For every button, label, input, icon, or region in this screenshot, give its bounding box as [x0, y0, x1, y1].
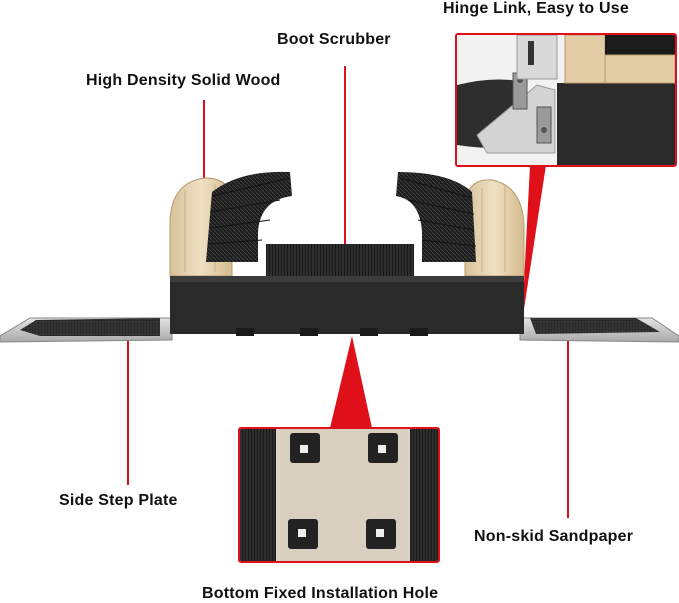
step-label: Side Step Plate: [59, 492, 178, 509]
bottom-label: Bottom Fixed Installation Hole: [202, 585, 439, 602]
left-step-plate: [0, 317, 173, 343]
hinge-wedge: [522, 165, 546, 322]
black-base: [170, 276, 524, 336]
bottom-detail: [240, 429, 438, 561]
callout-lines: [127, 66, 569, 518]
right-step-plate: [519, 317, 679, 343]
bottom-wedge: [330, 336, 372, 428]
sandpaper-label: Non-skid Sandpaper: [474, 528, 634, 545]
hinge-label: Hinge Link, Easy to Use: [443, 0, 629, 17]
mounting-hole-bottom-right: [366, 519, 396, 549]
wood-label: High Density Solid Wood: [86, 72, 281, 89]
left-side-brush: [206, 171, 292, 262]
left-sandpaper: [20, 318, 160, 336]
right-side-brush: [396, 172, 477, 262]
mounting-hole-top-right: [368, 433, 398, 463]
bottom-inset: [238, 427, 440, 563]
bottom-brush: [266, 244, 414, 278]
scrubber-label: Boot Scrubber: [277, 31, 391, 48]
mounting-hole-bottom-left: [288, 519, 318, 549]
mounting-hole-top-left: [290, 433, 320, 463]
right-wood-side: [464, 179, 525, 277]
hinge-inset: [455, 33, 677, 167]
hinge-detail: [457, 35, 675, 165]
right-sandpaper: [530, 318, 660, 334]
